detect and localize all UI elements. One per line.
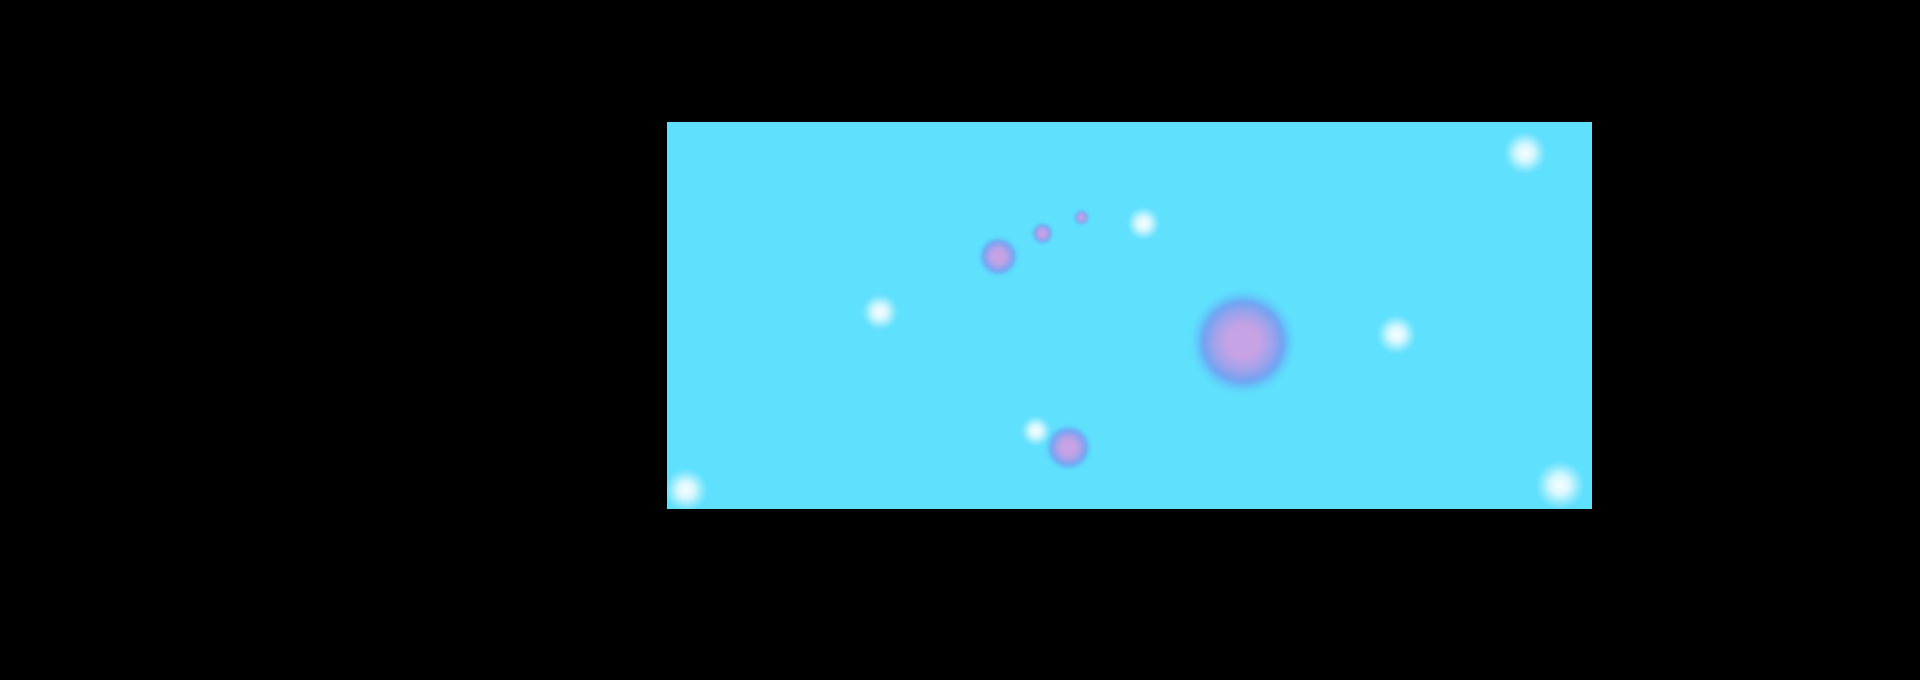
bubble[interactable]	[1192, 291, 1294, 393]
bubble[interactable]	[1045, 424, 1091, 470]
sparkle-glow	[667, 469, 707, 509]
bubble[interactable]	[978, 236, 1018, 276]
bubble[interactable]	[1073, 209, 1089, 225]
sparkle-glow	[862, 294, 898, 330]
sparkle-glow	[1376, 314, 1416, 354]
bubble[interactable]	[1031, 222, 1053, 244]
sparkle-glow	[1504, 132, 1546, 174]
sparkle-glow	[1126, 206, 1160, 240]
sparkle-glow	[1021, 416, 1051, 446]
sparkle-glow	[1536, 461, 1584, 509]
game-canvas[interactable]	[667, 122, 1592, 509]
